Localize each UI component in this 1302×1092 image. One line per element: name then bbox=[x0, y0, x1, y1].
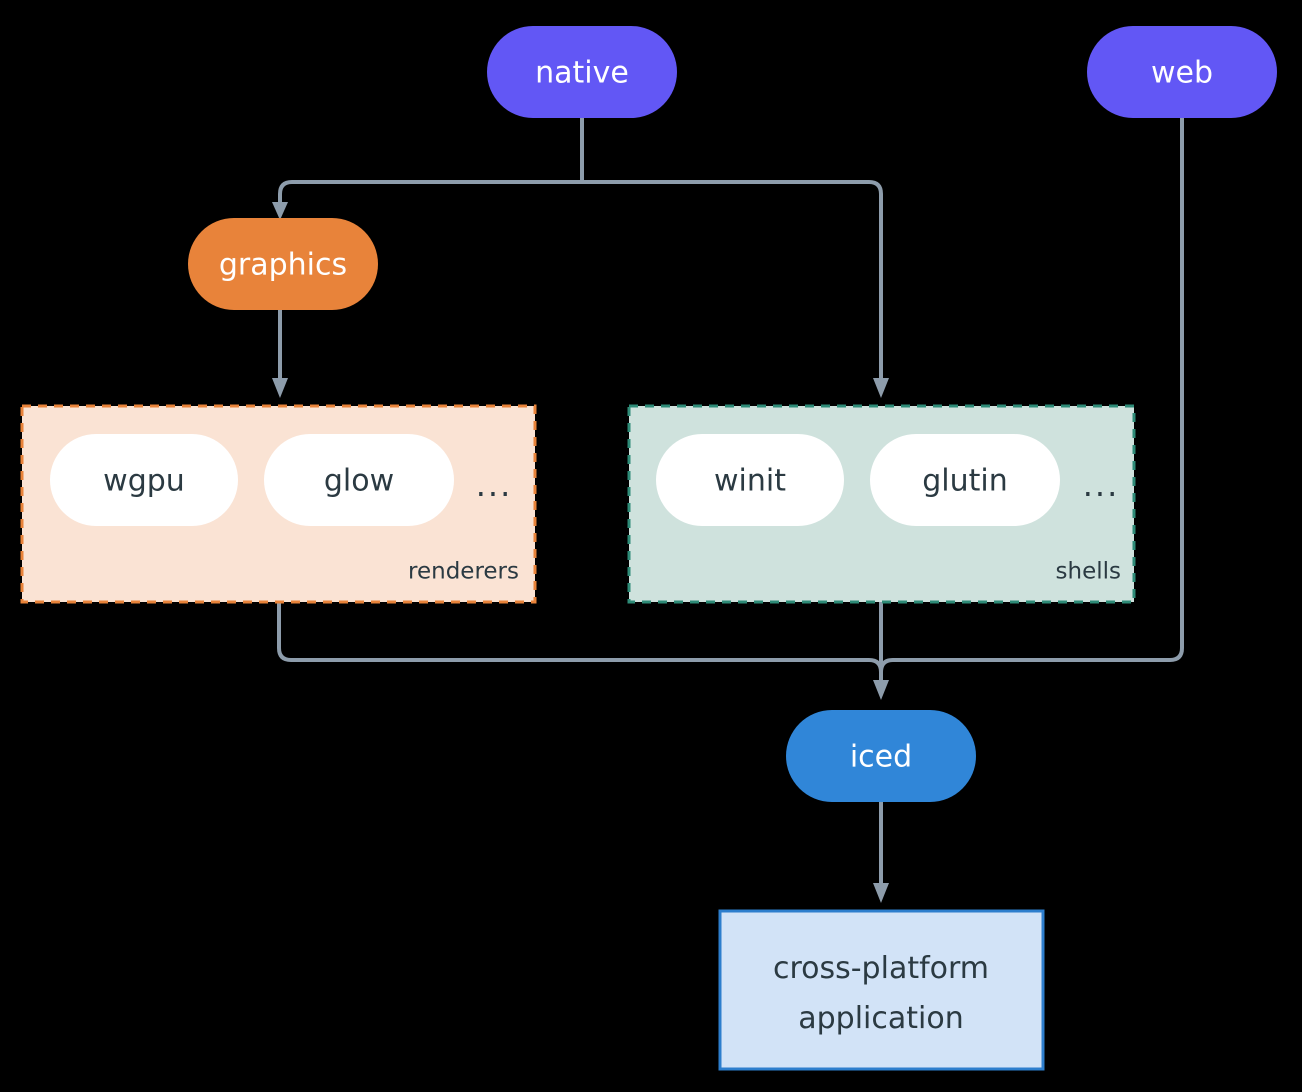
chip-wgpu-label: wgpu bbox=[103, 464, 185, 499]
chip-wgpu-shape bbox=[50, 434, 238, 526]
node-iced-shape bbox=[786, 710, 976, 802]
group-renderers[interactable]: wgpu glow ... renderers bbox=[20, 404, 537, 604]
edge-layer bbox=[272, 116, 1184, 903]
chip-glutin-label: glutin bbox=[922, 464, 1008, 499]
edge-web-to-iced bbox=[879, 116, 1184, 684]
node-web-label: web bbox=[1151, 56, 1213, 91]
node-web[interactable]: web bbox=[1087, 26, 1277, 118]
arrowhead-merge-to-iced bbox=[873, 680, 889, 700]
chip-glutin[interactable]: glutin bbox=[870, 434, 1060, 526]
group-renderers-label: renderers bbox=[408, 559, 519, 585]
chip-winit[interactable]: winit bbox=[656, 434, 844, 526]
node-graphics-label: graphics bbox=[219, 248, 347, 283]
node-application-label-line1: cross-platform bbox=[773, 951, 989, 986]
node-web-shape bbox=[1087, 26, 1277, 118]
node-graphics-shape bbox=[188, 218, 378, 310]
chip-glutin-shape bbox=[870, 434, 1060, 526]
chip-wgpu[interactable]: wgpu bbox=[50, 434, 238, 526]
group-shells[interactable]: winit glutin ... shells bbox=[627, 404, 1136, 604]
node-iced-label: iced bbox=[850, 740, 912, 775]
edge-renderers-to-iced bbox=[277, 600, 883, 684]
chip-glow-shape bbox=[264, 434, 454, 526]
renderers-ellipsis: ... bbox=[476, 466, 513, 504]
node-native[interactable]: native bbox=[487, 26, 677, 118]
group-shells-label: shells bbox=[1056, 559, 1121, 585]
edge-native-to-graphics bbox=[278, 180, 584, 208]
node-application-label-line2: application bbox=[798, 1001, 963, 1036]
node-application-shape bbox=[718, 909, 1045, 1071]
node-native-shape bbox=[487, 26, 677, 118]
arrowhead-native-to-shells bbox=[873, 378, 889, 398]
arrowhead-graphics-to-renderers bbox=[272, 378, 288, 398]
edge-native-to-shells bbox=[580, 180, 883, 382]
arrowhead-iced-to-application bbox=[873, 883, 889, 903]
chip-glow-label: glow bbox=[324, 464, 394, 499]
node-iced[interactable]: iced bbox=[786, 710, 976, 802]
node-application[interactable]: cross-platform application bbox=[718, 909, 1045, 1071]
node-graphics[interactable]: graphics bbox=[188, 218, 378, 310]
arrowhead-native-to-graphics bbox=[272, 202, 288, 220]
chip-winit-shape bbox=[656, 434, 844, 526]
chip-winit-label: winit bbox=[714, 464, 786, 499]
shells-ellipsis: ... bbox=[1083, 466, 1120, 504]
node-native-label: native bbox=[535, 56, 629, 91]
chip-glow[interactable]: glow bbox=[264, 434, 454, 526]
